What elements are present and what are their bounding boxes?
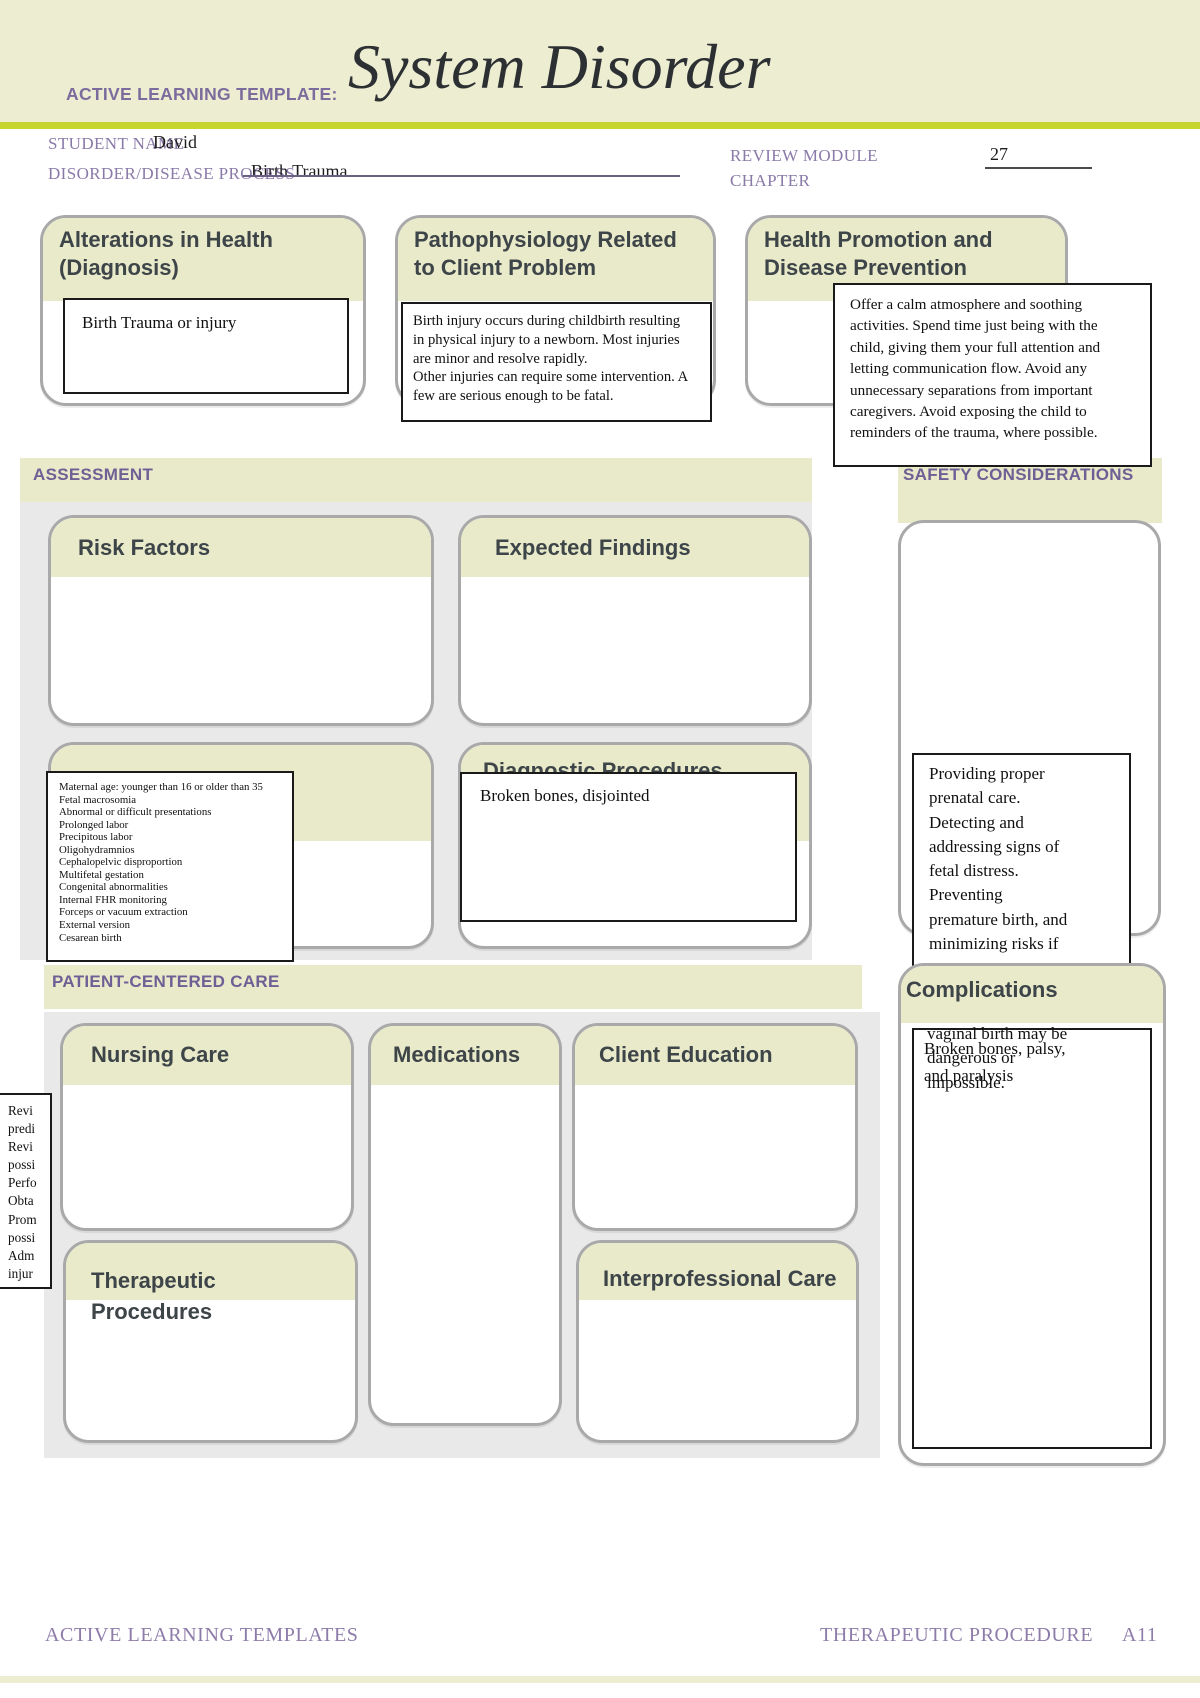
card-client-education-header: [575, 1026, 855, 1085]
card-interprofessional-care-title: Interprofessional Care: [603, 1266, 837, 1291]
template-label: ACTIVE LEARNING TEMPLATE:: [66, 84, 338, 104]
chapter-underline: [985, 167, 1092, 169]
card-medications: Medications: [368, 1023, 562, 1426]
health-promotion-content-box[interactable]: Offer a calm atmosphere and soothing act…: [833, 283, 1152, 467]
diagnostic-content: Broken bones, disjointed: [480, 786, 650, 805]
complications-content: Broken bones, palsy, and paralysis: [924, 1039, 1066, 1085]
alterations-content-box[interactable]: Birth Trauma or injury: [63, 298, 349, 394]
disorder-value[interactable]: Birth Trauma: [251, 161, 348, 181]
card-expected-findings-header: [461, 518, 809, 577]
card-client-education: Client Education: [572, 1023, 858, 1231]
pathophysiology-content: Birth injury occurs during childbirth re…: [413, 313, 689, 405]
card-nursing-care: Nursing Care: [60, 1023, 354, 1231]
footer-accent-line: [0, 1676, 1200, 1683]
card-therapeutic-procedures-title: Therapeutic Procedures: [91, 1268, 216, 1324]
safety-content-main: Providing proper prenatal care. Detectin…: [929, 764, 1068, 954]
page-title: System Disorder: [348, 31, 771, 102]
card-risk-factors-title: Risk Factors: [78, 535, 211, 560]
pathophysiology-content-box[interactable]: Birth injury occurs during childbirth re…: [401, 302, 712, 422]
footer-page-number: A11: [1122, 1624, 1158, 1646]
risk-factors-content-box[interactable]: Maternal age: younger than 16 or older t…: [46, 771, 294, 962]
footer-left: ACTIVE LEARNING TEMPLATES: [45, 1624, 359, 1646]
assessment-band: [20, 458, 812, 502]
card-health-promotion-title: Health Promotion and Disease Prevention: [764, 227, 993, 280]
disorder-label: DISORDER/DISEASE PROCESS: [48, 164, 296, 183]
card-interprofessional-care: Interprofessional Care: [576, 1240, 859, 1443]
health-promotion-content: Offer a calm atmosphere and soothing act…: [850, 296, 1101, 442]
complications-content-box[interactable]: [912, 1028, 1152, 1449]
assessment-section-label: ASSESSMENT: [33, 465, 154, 484]
card-risk-factors-header: [51, 518, 431, 577]
card-pathophysiology-title: Pathophysiology Related to Client Proble…: [414, 227, 677, 280]
chapter-label: CHAPTER: [730, 171, 811, 190]
card-medications-title: Medications: [393, 1042, 521, 1067]
risk-factors-list: Maternal age: younger than 16 or older t…: [59, 781, 263, 944]
card-pathophysiology-header: [398, 218, 713, 301]
safety-section-label: SAFETY CONSIDERATIONS: [903, 465, 1134, 484]
clipped-notes: Revi predi Revi possi Perfo Obta Prom po…: [8, 1103, 37, 1281]
card-expected-findings-title: Expected Findings: [495, 535, 691, 560]
disorder-underline: [243, 175, 680, 177]
card-interprofessional-care-header: [579, 1243, 856, 1300]
chapter-value[interactable]: 27: [990, 144, 1008, 164]
header-accent-line: [0, 122, 1200, 129]
header-band: [0, 0, 1200, 122]
card-client-education-title: Client Education: [599, 1042, 773, 1067]
card-medications-header: [371, 1026, 559, 1085]
card-therapeutic-procedures: Therapeutic Procedures: [63, 1240, 358, 1443]
patient-centered-care-band: [44, 965, 862, 1009]
card-complications-title: Complications: [906, 977, 1058, 1002]
safety-band: [898, 458, 1162, 523]
footer-right: THERAPEUTIC PROCEDURE: [820, 1624, 1094, 1646]
card-alterations-title: Alterations in Health (Diagnosis): [59, 227, 273, 280]
diagnostic-content-box[interactable]: Broken bones, disjointed: [460, 772, 797, 922]
clipped-notes-box[interactable]: Revi predi Revi possi Perfo Obta Prom po…: [0, 1093, 52, 1289]
card-therapeutic-procedures-header: [66, 1243, 355, 1300]
patient-centered-care-label: PATIENT-CENTERED CARE: [52, 972, 280, 991]
review-module-label: REVIEW MODULE: [730, 146, 878, 165]
card-expected-findings: Expected Findings: [458, 515, 812, 726]
alterations-content: Birth Trauma or injury: [82, 313, 237, 332]
card-risk-factors: Risk Factors: [48, 515, 434, 726]
card-complications-header: [901, 966, 1163, 1023]
safety-content-overflow: vaginal birth may be dangerous or imposs…: [927, 1024, 1068, 1092]
card-nursing-care-title: Nursing Care: [91, 1042, 230, 1067]
student-name-label: STUDENT NAME: [48, 134, 185, 153]
student-name-value[interactable]: David: [153, 132, 197, 152]
card-alterations-header: [43, 218, 363, 301]
card-nursing-care-header: [63, 1026, 351, 1085]
